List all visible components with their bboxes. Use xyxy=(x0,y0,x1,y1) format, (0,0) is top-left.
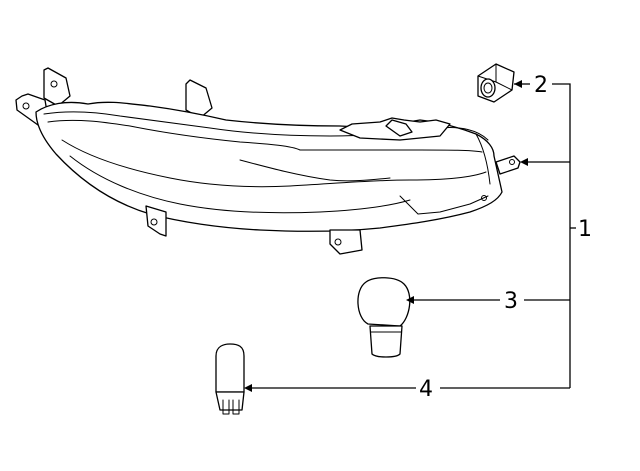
lamp-upper-edge-2 xyxy=(47,119,301,151)
callout-3: 3 xyxy=(504,289,518,314)
callout-bracket xyxy=(552,83,571,388)
lower-mid-foot-hole xyxy=(334,238,342,246)
wedge-bulb-base xyxy=(215,391,245,411)
rear-hole xyxy=(481,195,487,201)
wedge-bulb-pins xyxy=(222,399,240,415)
callout-4: 4 xyxy=(419,377,433,402)
callout-2: 2 xyxy=(534,73,548,98)
lamp-lens-line xyxy=(299,149,483,153)
callout-1: 1 xyxy=(578,217,592,242)
arrow-housing xyxy=(520,158,528,166)
lamp-housing xyxy=(15,67,521,255)
bulb-base xyxy=(369,325,403,358)
lamp-lower-curve xyxy=(69,155,411,214)
left-tab-hole xyxy=(22,102,30,110)
bulb xyxy=(357,277,411,358)
right-mount-ear xyxy=(495,155,521,175)
wedge-bulb-glass xyxy=(215,343,245,393)
leader-lines xyxy=(244,80,576,392)
bulb-glass xyxy=(357,277,411,327)
grommet-hole xyxy=(483,82,493,94)
wedge-bulb xyxy=(215,343,245,415)
upper-left-bracket xyxy=(43,67,71,107)
arrow-4 xyxy=(244,384,252,392)
grommet xyxy=(477,63,515,103)
right-ear-hole xyxy=(509,159,515,165)
arrow-2 xyxy=(514,80,522,88)
lower-left-foot xyxy=(145,205,167,237)
lamp-lens-curve xyxy=(61,139,487,188)
upper-mid-bracket xyxy=(185,79,213,119)
grommet-face xyxy=(480,78,496,98)
lamp-right-edge xyxy=(475,133,491,185)
arrow-3 xyxy=(406,296,414,304)
lower-mid-foot xyxy=(329,229,363,255)
lamp-rear-step xyxy=(399,195,489,215)
upper-left-bracket-hole xyxy=(50,80,58,88)
lamp-mid-line xyxy=(239,159,391,182)
right-notch xyxy=(385,119,413,137)
lower-left-foot-hole xyxy=(150,218,158,226)
